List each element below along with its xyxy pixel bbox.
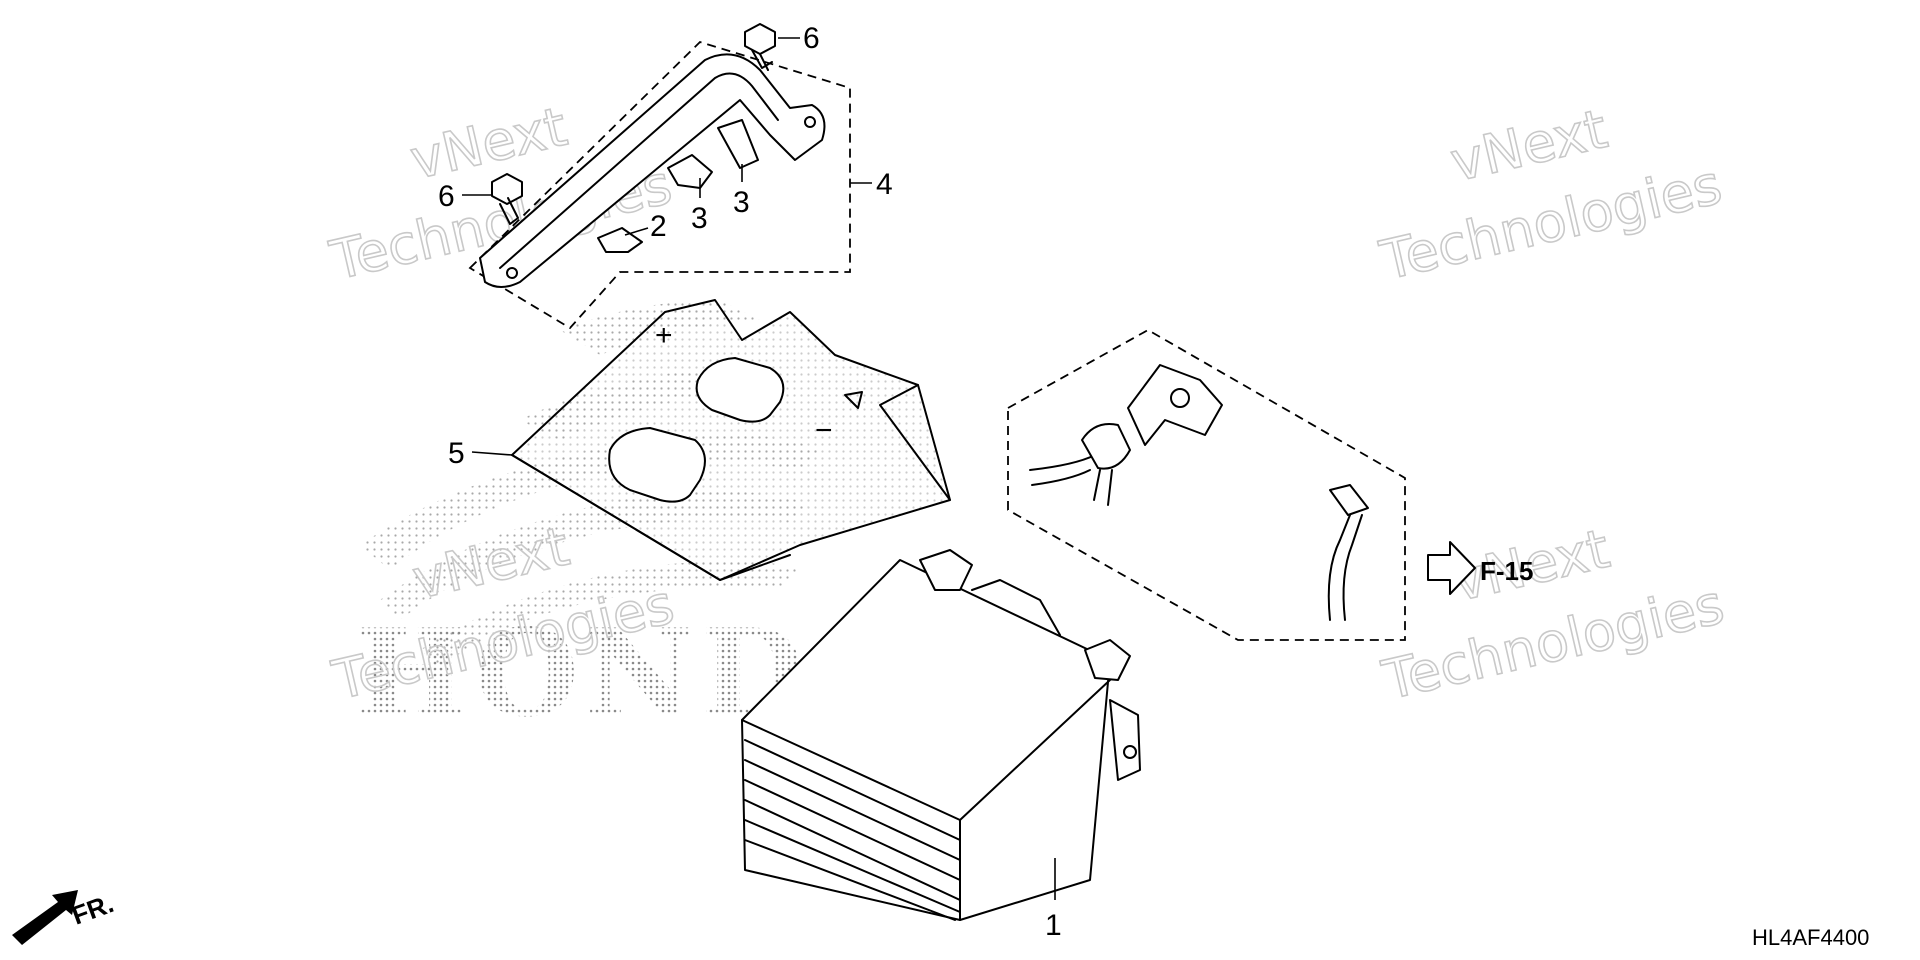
callout-battery: 1 xyxy=(1045,909,1062,942)
callout-cover: 5 xyxy=(448,437,465,470)
cover-minus-mark: − xyxy=(815,414,833,447)
bolt-left xyxy=(491,173,523,225)
svg-text:Technologies: Technologies xyxy=(1374,153,1727,293)
callout-bolt-top: 6 xyxy=(803,22,820,55)
callout-bolt-left: 6 xyxy=(438,180,455,213)
callout-pad-small: 2 xyxy=(650,210,667,243)
battery-cover: + − xyxy=(511,299,951,581)
callout-pad-a: 3 xyxy=(691,202,708,235)
pad-small xyxy=(597,227,643,253)
negative-cable xyxy=(1327,484,1369,621)
reference-arrow-icon xyxy=(1427,541,1476,595)
leader-pad-small xyxy=(624,227,649,236)
diagram-code: HL4AF4400 xyxy=(1752,925,1869,950)
leader-cover xyxy=(471,451,513,456)
reference-label: F-15 xyxy=(1480,556,1533,586)
pad-b xyxy=(717,119,759,169)
battery-band xyxy=(479,53,826,288)
callout-pad-b: 3 xyxy=(733,186,750,219)
positive-cable xyxy=(1029,364,1223,506)
cable-group-outline xyxy=(1007,328,1406,641)
svg-text:vNext: vNext xyxy=(1445,97,1613,194)
bolt-top xyxy=(744,23,776,71)
callout-band-assy: 4 xyxy=(876,168,893,201)
watermark-mid-right: vNext Technologies xyxy=(1376,516,1731,713)
battery xyxy=(741,549,1141,921)
band-assy-group-outline xyxy=(468,40,851,330)
pad-a xyxy=(667,154,713,189)
watermark-top-right: vNext Technologies xyxy=(1373,96,1728,293)
front-direction-arrow-icon xyxy=(12,890,78,945)
svg-text:Technologies: Technologies xyxy=(1377,573,1730,713)
svg-text:vNext: vNext xyxy=(405,95,573,192)
cover-plus-mark: + xyxy=(655,319,673,352)
